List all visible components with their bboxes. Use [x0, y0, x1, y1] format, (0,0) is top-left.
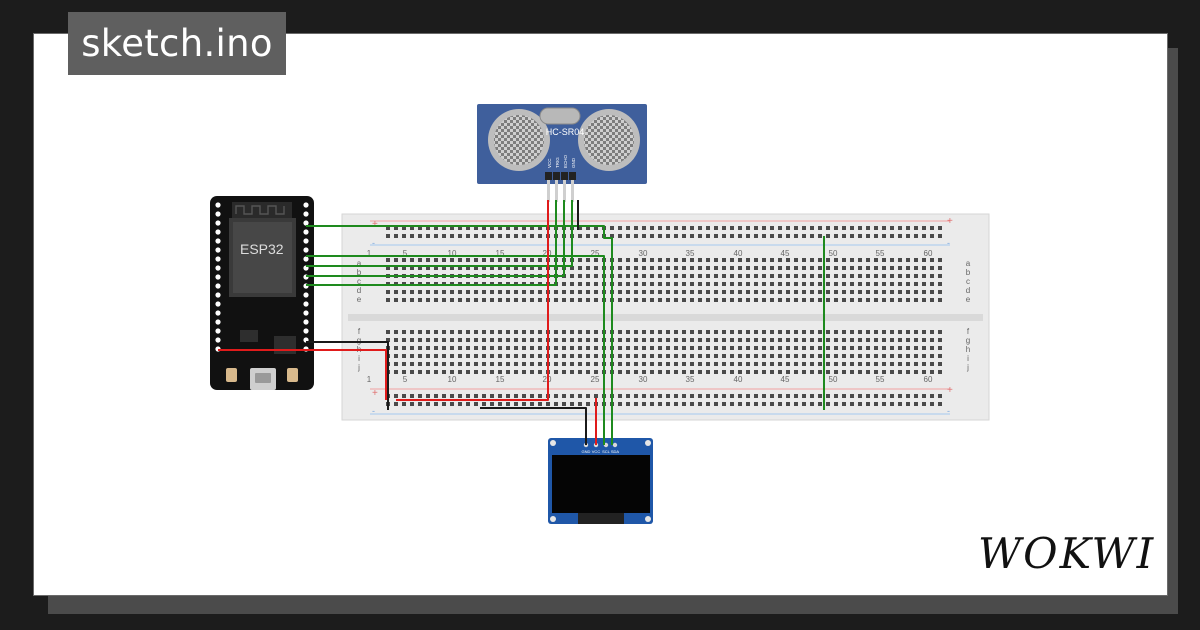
wokwi-logo: WOKWI [978, 529, 1155, 578]
row-label: b [966, 268, 971, 277]
column-label: 30 [639, 375, 648, 384]
bottom-power-rail[interactable] [382, 394, 946, 410]
rail-plus-symbol: + [372, 219, 378, 230]
row-label: i [967, 354, 969, 363]
column-label: 50 [829, 375, 838, 384]
wire-green-scl[interactable] [306, 255, 605, 445]
oled-pin-scl: SCL [602, 449, 611, 454]
wire-green-trig-a[interactable] [306, 200, 565, 277]
wire-black-oled-gnd[interactable] [480, 407, 587, 445]
wire-red-esp-vcc[interactable] [218, 349, 387, 400]
column-label: 15 [496, 249, 505, 258]
rail-minus-symbol: - [947, 238, 950, 248]
row-label: j [357, 363, 360, 372]
column-label: 55 [876, 249, 885, 258]
rail-plus-symbol: + [372, 388, 378, 399]
column-label: 35 [686, 375, 695, 384]
column-label: 45 [781, 249, 790, 258]
column-label: 55 [876, 375, 885, 384]
wire-green-trig[interactable] [306, 200, 557, 286]
oled-pin-vcc: VCC [592, 449, 601, 454]
row-label: g [357, 336, 361, 345]
hc-sr04-label: HC-SR04 [546, 127, 585, 137]
breadboard[interactable]: + + + + - - - - 115510101515202025253030… [341, 213, 990, 421]
row-label: g [966, 336, 970, 345]
wires [218, 200, 825, 445]
rail-minus-symbol: - [372, 238, 375, 248]
row-label: f [967, 327, 970, 336]
oled-display[interactable]: GND VCC SCL SDA [548, 438, 653, 524]
column-label: 5 [403, 375, 408, 384]
row-label: d [966, 286, 970, 295]
column-label: 25 [591, 249, 600, 258]
row-label: c [966, 277, 970, 286]
row-label: e [357, 295, 362, 304]
column-label: 60 [924, 375, 933, 384]
pin-label-vcc: VCC [547, 158, 552, 168]
bottom-terminal-strip[interactable] [382, 328, 946, 376]
oled-pin-gnd: GND [582, 449, 591, 454]
column-label: 10 [448, 249, 457, 258]
column-label: 40 [734, 375, 743, 384]
row-label: d [357, 286, 361, 295]
column-label: 15 [496, 375, 505, 384]
reset-button[interactable] [226, 368, 237, 382]
row-label: a [966, 259, 971, 268]
center-channel [348, 314, 983, 321]
column-label: 1 [367, 375, 372, 384]
esp32-label: ESP32 [240, 241, 284, 257]
wire-green-sda[interactable] [306, 225, 613, 445]
file-tab[interactable]: sketch.ino [68, 12, 286, 75]
column-label: 30 [639, 249, 648, 258]
row-label: c [357, 277, 361, 286]
pin-label-trig: TRIG [555, 157, 560, 168]
hc-sr04-sensor[interactable]: HC-SR04 VCC TRIG ECHO GND [477, 104, 647, 202]
esp32-board[interactable]: ESP32 [210, 196, 314, 390]
column-label: 5 [403, 249, 408, 258]
pin-label-echo: ECHO [563, 154, 568, 168]
column-label: 60 [924, 249, 933, 258]
row-label: h [966, 345, 970, 354]
wire-green-echo[interactable] [306, 200, 573, 267]
row-label: f [358, 327, 361, 336]
column-label: 35 [686, 249, 695, 258]
rail-minus-symbol: - [947, 406, 950, 416]
row-label: e [966, 295, 971, 304]
rail-plus-symbol: + [947, 385, 953, 396]
column-label: 40 [734, 249, 743, 258]
row-label: j [966, 363, 969, 372]
oled-pin-sda: SDA [611, 449, 620, 454]
row-label: i [358, 354, 360, 363]
rail-plus-symbol: + [947, 216, 953, 227]
row-label: a [357, 259, 362, 268]
column-label: 45 [781, 375, 790, 384]
rail-minus-symbol: - [372, 406, 375, 416]
column-label: 25 [591, 375, 600, 384]
top-power-rail[interactable] [382, 224, 946, 240]
column-label: 50 [829, 249, 838, 258]
column-label: 1 [367, 249, 372, 258]
column-label: 10 [448, 375, 457, 384]
wokwi-logo-text: WOKWI [978, 529, 1155, 578]
wire-red-sensor-vcc[interactable] [396, 200, 549, 401]
crystal-oscillator [539, 107, 581, 125]
wire-black-esp-gnd[interactable] [306, 341, 389, 410]
row-label: b [357, 268, 362, 277]
pin-label-gnd: GND [571, 157, 576, 168]
boot-button[interactable] [287, 368, 298, 382]
